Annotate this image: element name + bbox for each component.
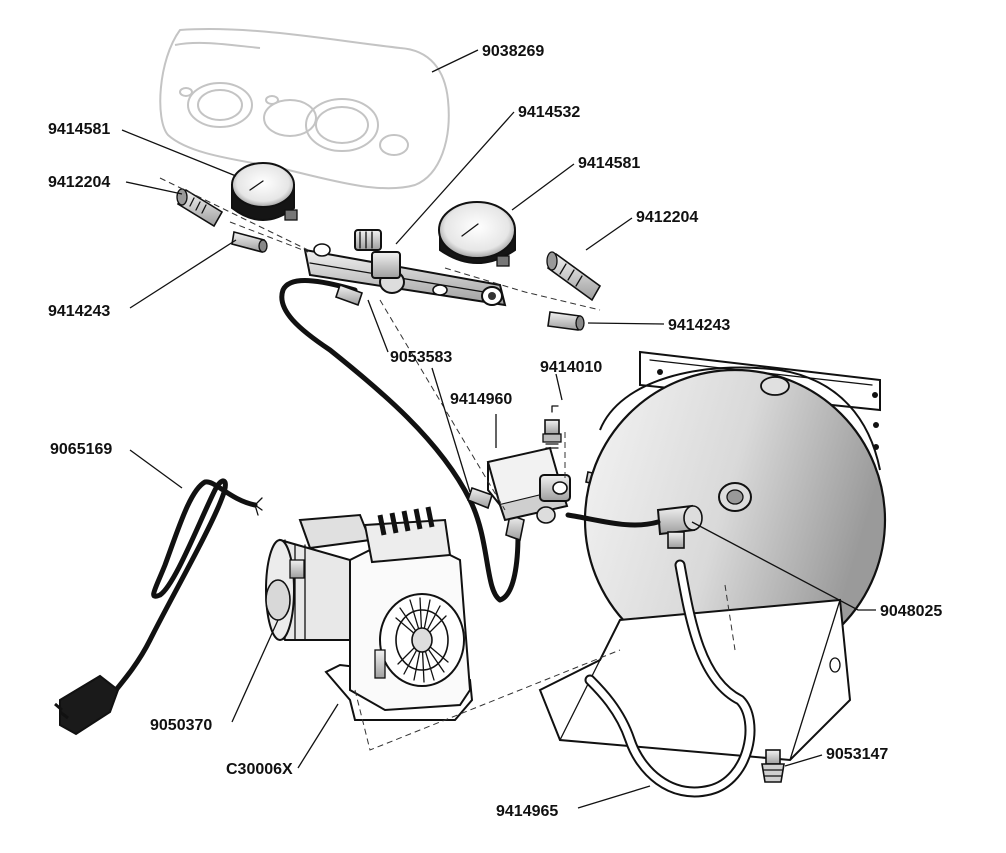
delivery-tube-part bbox=[584, 559, 756, 798]
label-fitting-left: 9412204 bbox=[48, 174, 110, 191]
check-valve-part bbox=[565, 504, 703, 549]
compressor-unit-part bbox=[265, 506, 474, 721]
label-hose-small: 9053583 bbox=[390, 349, 452, 366]
power-cord-part bbox=[54, 478, 263, 736]
label-power-cord: 9065169 bbox=[50, 441, 112, 458]
capacitor-part bbox=[265, 579, 291, 621]
label-pressure-switch: 9414960 bbox=[450, 391, 512, 408]
label-drain-valve: 9053147 bbox=[826, 746, 888, 763]
gauge-left-part bbox=[231, 162, 298, 221]
label-nipple-left: 9414243 bbox=[48, 303, 110, 320]
part-labels: 9038269 9414581 9412204 9414243 9414532 … bbox=[48, 43, 942, 820]
nipple-left-part bbox=[231, 231, 268, 253]
nipple-right-part bbox=[547, 311, 585, 331]
label-nipple-right: 9414243 bbox=[668, 317, 730, 334]
label-check-valve: 9048025 bbox=[880, 603, 942, 620]
leader-lines bbox=[121, 49, 876, 809]
label-gauge-left: 9414581 bbox=[48, 121, 110, 138]
label-safety-valve: 9414010 bbox=[540, 359, 602, 376]
label-compressor-unit: C30006X bbox=[226, 761, 293, 778]
gauge-right-part bbox=[438, 201, 516, 267]
label-gauge-right: 9414581 bbox=[578, 155, 640, 172]
manifold-part bbox=[303, 229, 507, 307]
pressure-switch-part bbox=[467, 446, 607, 524]
label-cover: 9038269 bbox=[482, 43, 544, 60]
cover-part bbox=[159, 28, 450, 190]
label-fitting-right: 9412204 bbox=[636, 209, 698, 226]
hose-small-part bbox=[279, 278, 525, 603]
fitting-right-part bbox=[546, 251, 602, 302]
safety-valve-part bbox=[542, 405, 562, 449]
label-delivery-tube: 9414965 bbox=[496, 803, 558, 820]
assembly-lines bbox=[159, 177, 736, 751]
tank-part bbox=[538, 350, 887, 762]
drain-valve-part bbox=[761, 749, 785, 783]
fitting-left-part bbox=[176, 188, 224, 228]
label-capacitor: 9050370 bbox=[150, 717, 212, 734]
label-manifold: 9414532 bbox=[518, 104, 580, 121]
